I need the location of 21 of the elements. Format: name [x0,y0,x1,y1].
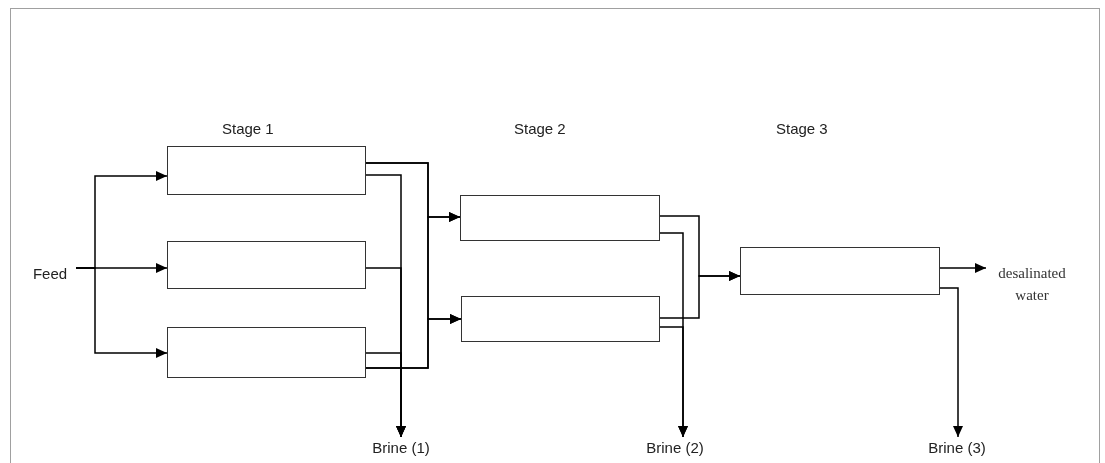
flow-arrow [939,263,987,273]
process-box [461,296,660,342]
flow-arrow [659,271,741,319]
flow-label: Brine (1) [358,437,444,459]
process-box [167,241,366,289]
stage-heading: Stage 3 [776,119,828,139]
process-box [167,327,366,378]
flow-arrow [365,352,406,438]
flow-arrow [365,314,462,369]
process-box [167,146,366,195]
flow-label: desalinated water [986,262,1078,306]
flow-arrow [75,267,168,358]
stage-heading: Stage 2 [514,119,566,139]
process-box [740,247,940,295]
flow-arrow [659,326,688,438]
process-box [460,195,660,241]
flow-label: Brine (2) [632,437,718,459]
stage-heading: Stage 1 [222,119,274,139]
flow-label: Feed [24,263,76,285]
flow-arrow [939,287,963,438]
flow-label: Brine (3) [914,437,1000,459]
